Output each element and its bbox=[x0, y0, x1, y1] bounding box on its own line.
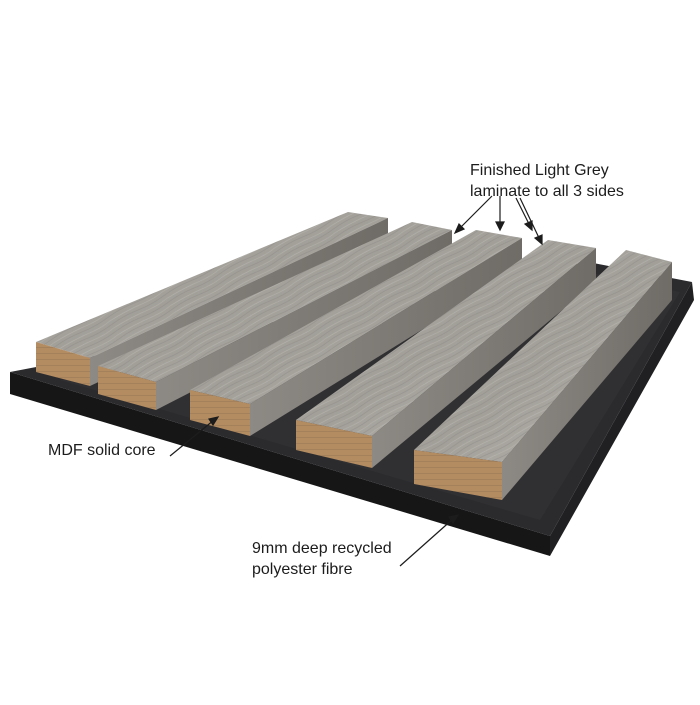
core-annotation-text: MDF solid core bbox=[48, 442, 156, 459]
laminate-annotation: Finished Light Grey laminate to all 3 si… bbox=[470, 160, 624, 202]
annotation-arrows bbox=[169, 195, 543, 567]
laminate-arrowhead-2 bbox=[495, 221, 505, 232]
slat-3 bbox=[190, 230, 522, 436]
backing-annotation-line1: 9mm deep recycled bbox=[252, 540, 392, 557]
laminate-arrow-4 bbox=[519, 197, 541, 241]
slat-2 bbox=[98, 222, 452, 410]
slat-5 bbox=[414, 250, 672, 500]
wood-slats bbox=[36, 212, 672, 500]
felt-arrow bbox=[399, 517, 455, 567]
laminate-arrowhead-4 bbox=[533, 234, 543, 246]
mdf-arrow bbox=[169, 419, 215, 457]
mdf-arrowhead bbox=[208, 416, 220, 427]
backing-annotation: 9mm deep recycled polyester fibre bbox=[252, 538, 392, 580]
laminate-annotation-line1: Finished Light Grey bbox=[470, 162, 609, 179]
laminate-arrow-1 bbox=[457, 195, 493, 231]
laminate-arrowhead-3 bbox=[523, 220, 533, 232]
laminate-arrowhead-1 bbox=[453, 222, 466, 235]
felt-arrowhead bbox=[448, 514, 460, 525]
laminate-annotation-line2: laminate to all 3 sides bbox=[470, 183, 624, 200]
backing-annotation-line2: polyester fibre bbox=[252, 561, 353, 578]
laminate-arrow-3 bbox=[515, 197, 531, 227]
slat-4 bbox=[296, 240, 596, 468]
core-annotation: MDF solid core bbox=[48, 440, 156, 461]
